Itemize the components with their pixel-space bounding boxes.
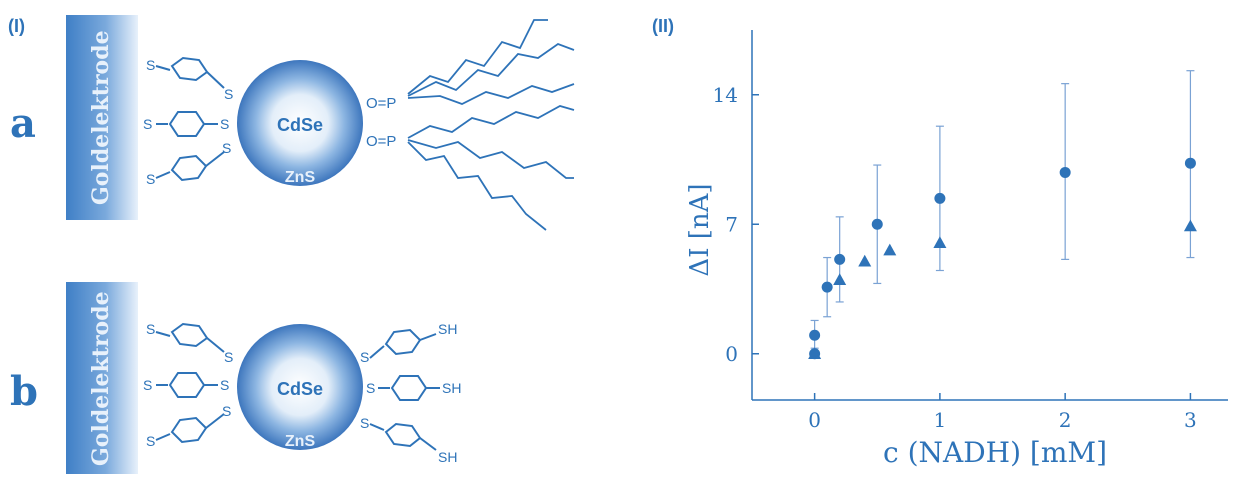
quantum-dot-a xyxy=(237,60,363,186)
shell-label-a: ZnS xyxy=(285,169,316,186)
x-tick-label-0: 0 xyxy=(808,408,821,432)
linker-group-a xyxy=(155,56,225,182)
data-point-triangle-5 xyxy=(1183,219,1197,232)
chart-axes xyxy=(751,30,1228,401)
nadh-chart: 0 1 2 3 0 7 14 ΔI [nA] c (NADH) [mM] xyxy=(685,30,1228,469)
sulfur-atom-a3: S xyxy=(143,116,152,132)
marker-group xyxy=(808,157,1197,360)
x-tick-group: 0 1 2 3 xyxy=(808,393,1197,432)
thiol-label-b1: SH xyxy=(438,321,457,337)
error-bar-group xyxy=(810,70,1195,349)
core-label-a: CdSe xyxy=(277,115,323,135)
y-tick-group: 0 7 14 xyxy=(713,83,759,366)
linker-group-b-left xyxy=(155,322,225,444)
data-point-circle-2 xyxy=(821,281,833,293)
data-point-circle-4 xyxy=(871,218,883,230)
core-label-b: CdSe xyxy=(277,379,323,399)
data-point-triangle-3 xyxy=(883,243,897,256)
thiol-label-b3: SH xyxy=(438,449,457,465)
data-point-circle-6 xyxy=(1059,166,1071,178)
sulfur-atom-b8: S xyxy=(366,380,375,396)
data-point-triangle-2 xyxy=(858,254,872,267)
diagram-row-a: a Goldelektrode S S S S S S CdSe ZnS xyxy=(10,15,575,231)
x-axis-label: c (NADH) [mM] xyxy=(883,436,1107,469)
data-point-triangle-1 xyxy=(833,273,847,285)
electrode-label-b: Goldelektrode xyxy=(88,291,114,466)
data-point-circle-1 xyxy=(809,329,821,341)
y-axis-label: ΔI [nA] xyxy=(685,183,715,276)
panel-I-label: (I) xyxy=(8,16,25,36)
data-point-circle-7 xyxy=(1184,157,1196,169)
data-point-circle-3 xyxy=(834,253,846,265)
sulfur-atom-a1: S xyxy=(146,57,155,73)
sulfur-atom-a5: S xyxy=(146,171,155,187)
gold-electrode-a xyxy=(66,15,138,220)
alkyl-chains-a xyxy=(407,19,575,231)
row-a-letter: a xyxy=(10,100,36,147)
shell-label-b: ZnS xyxy=(285,433,316,450)
y-tick-label-0: 0 xyxy=(725,342,738,366)
sulfur-atom-b7: S xyxy=(360,349,369,365)
thiol-label-b2: SH xyxy=(442,380,461,396)
data-point-circle-5 xyxy=(934,192,946,204)
sulfur-atom-b2: S xyxy=(224,349,233,365)
x-tick-label-2: 2 xyxy=(1059,408,1072,432)
sulfur-atom-b4: S xyxy=(220,377,229,393)
sulfur-atom-b9: S xyxy=(360,415,369,431)
sulfur-atom-a4: S xyxy=(220,116,229,132)
ligand-label-a1: O=P xyxy=(366,95,396,112)
sulfur-atom-a6: S xyxy=(222,140,231,156)
data-point-triangle-4 xyxy=(933,236,947,248)
electrode-label-a: Goldelektrode xyxy=(88,30,114,205)
ligand-label-a2: O=P xyxy=(366,133,396,150)
row-b-letter: b xyxy=(10,368,38,415)
sulfur-atom-b6: S xyxy=(222,403,231,419)
panel-II-label: (II) xyxy=(652,16,674,36)
sulfur-atom-b3: S xyxy=(143,377,152,393)
sulfur-atom-b5: S xyxy=(146,433,155,449)
x-tick-label-1: 1 xyxy=(934,408,947,432)
sulfur-atom-b1: S xyxy=(146,321,155,337)
sulfur-atom-a2: S xyxy=(224,86,233,102)
quantum-dot-b xyxy=(237,324,363,450)
y-tick-label-2: 14 xyxy=(713,83,738,107)
y-tick-label-1: 7 xyxy=(725,212,738,236)
linker-group-b-right xyxy=(369,328,440,451)
data-point-triangle-0 xyxy=(808,347,822,359)
x-tick-label-3: 3 xyxy=(1184,408,1197,432)
gold-electrode-b xyxy=(66,282,138,474)
diagram-row-b: b Goldelektrode S S S S S S CdSe ZnS xyxy=(10,282,461,474)
